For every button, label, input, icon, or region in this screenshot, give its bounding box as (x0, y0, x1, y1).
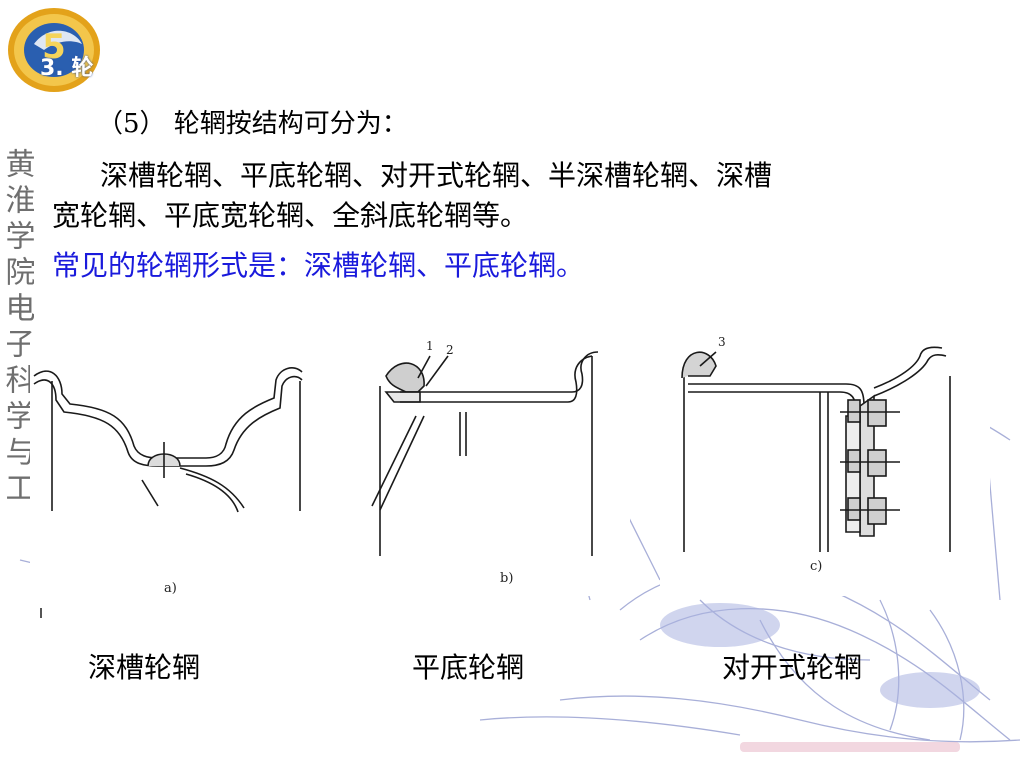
figure-a-letter: a) (164, 581, 177, 596)
figure-b-drawing: 1 2 b) (371, 339, 599, 586)
content-highlight: 常见的轮辋形式是：深槽轮辋、平底轮辋。 (52, 249, 585, 282)
content-list-line-1: 深槽轮辋、平底轮辋、对开式轮辋、半深槽轮辋、深槽 (100, 159, 773, 192)
content-list-line-2: 宽轮辋、平底宽轮辋、全斜底轮辋等。 (52, 199, 529, 232)
side-tick (40, 608, 42, 618)
figure-b: 1 2 b) (360, 326, 630, 596)
caption-flat-base-rim: 平底轮辋 (412, 651, 525, 684)
side-brand-strip: 黄淮学院电子科学与工程系 (0, 148, 34, 508)
figure-b-letter: b) (500, 571, 513, 586)
figure-b-callout-1: 1 (426, 339, 434, 353)
header-title-fragment: 3. 轮 (40, 56, 94, 81)
figure-a-drawing: a) (33, 367, 303, 596)
figure-c-callout-3: 3 (718, 335, 726, 349)
brand-text: 黄淮学院电子科学与工程系 (0, 148, 34, 508)
figure-c: 3 c) (660, 326, 990, 596)
figure-a: a) (30, 336, 344, 606)
figure-c-drawing: 3 c) (681, 335, 951, 574)
logo-icon: 5 (8, 8, 100, 92)
caption-deep-groove-rim: 深槽轮辋 (88, 651, 201, 684)
figure-b-callout-2: 2 (446, 343, 454, 357)
figure-c-letter: c) (810, 559, 822, 574)
content-subtitle: （5） 轮辋按结构可分为： (97, 109, 408, 139)
caption-split-rim: 对开式轮辋 (722, 651, 863, 684)
content-block: （5） 轮辋按结构可分为： 深槽轮辋、平底轮辋、对开式轮辋、半深槽轮辋、深槽 宽… (52, 104, 952, 286)
logo-text: 5 (42, 27, 66, 67)
